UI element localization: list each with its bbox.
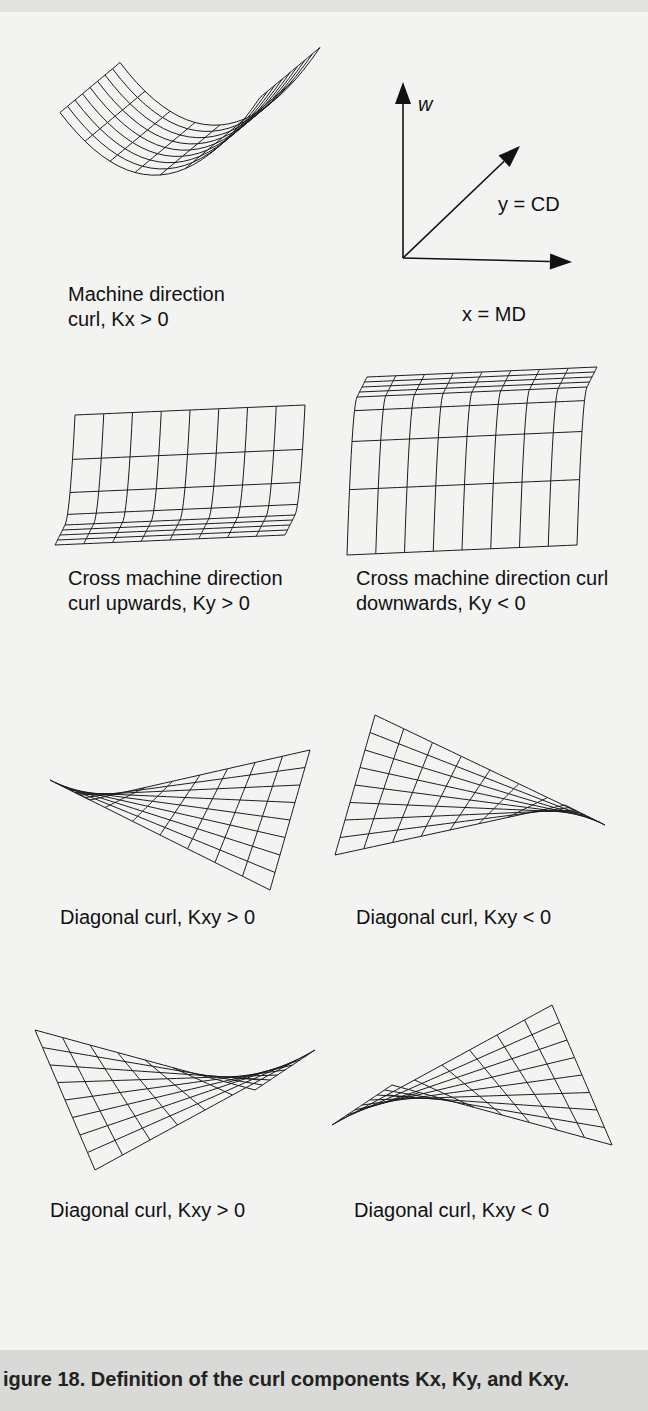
axis-arrowhead [550,253,572,269]
mesh-line [65,515,295,525]
mesh-line [365,372,595,382]
axes-group [395,82,572,269]
mesh-line [367,367,597,377]
curl-label: Diagonal curl, Kxy < 0 [354,1198,624,1223]
mesh-line [75,405,305,415]
curl-label: Diagonal curl, Kxy > 0 [60,905,320,930]
mesh-line [433,373,453,551]
mesh-line [375,715,605,825]
mesh-line [73,1065,293,1118]
mesh-line [243,756,283,876]
axis-label: x = MD [462,302,572,327]
mesh-line [55,415,75,545]
caption-band [0,1350,648,1411]
curl-label: Machine direction curl, Kx > 0 [68,282,268,332]
mesh-line [520,370,540,548]
curl-surface [50,750,310,890]
mesh-line [355,785,585,815]
mesh-line [285,405,305,535]
mesh-line [228,408,248,538]
axis-label: w [418,92,458,117]
axis-line [402,104,404,258]
axis-label: y = CD [498,192,608,217]
axis-arrowhead [395,82,411,104]
mesh-line [357,387,587,397]
curl-surface [332,1005,612,1145]
curl-surface [55,405,305,545]
mesh-line [385,1090,605,1128]
curl-surface [347,367,597,555]
mesh-line [479,784,519,824]
mesh-line [360,768,590,818]
mesh-line [365,750,595,820]
mesh-line [73,449,303,459]
mesh-line [256,406,276,536]
mesh-line [362,1075,582,1105]
mesh-line [360,382,590,392]
mesh-line [70,790,290,820]
axis-line [403,161,504,258]
mesh-line [508,798,548,818]
mesh-line [85,768,305,798]
curl-label: Diagonal curl, Kxy < 0 [356,905,626,930]
axis-line [403,258,550,261]
curl-label: Cross machine direction curl upwards, Ky… [68,566,318,616]
mesh-line [88,1055,308,1153]
curl-label: Cross machine direction curl downwards, … [356,566,616,616]
mesh-line [362,377,592,387]
mesh-line [260,48,320,98]
axis-arrowhead [499,146,520,167]
mesh-line [370,733,600,823]
mesh-line [199,409,219,539]
mesh-line [270,750,310,890]
mesh-line [392,1085,612,1145]
mesh-line [548,368,568,546]
curl-label: Diagonal curl, Kxy > 0 [50,1198,320,1223]
curl-surface [335,715,605,855]
mesh-line [470,1050,530,1123]
mesh-line [80,1060,300,1135]
mesh-line [462,372,482,550]
top-band [0,0,648,12]
mesh-line [491,371,511,549]
mesh-line [95,1050,315,1170]
mesh-line [405,375,425,553]
curl-surface [60,48,320,176]
mesh-line [577,367,597,545]
curl-surface [35,1030,315,1170]
mesh-line [68,504,298,514]
mesh-line [120,48,320,126]
mesh-line [90,750,310,800]
mesh-line [552,1005,612,1145]
mesh-line [347,377,367,555]
figure-caption: igure 18. Definition of the curl compone… [3,1366,569,1392]
mesh-line [376,376,396,554]
mesh-line [525,1020,585,1138]
mesh-line [255,1050,315,1090]
mesh-line [70,483,300,493]
